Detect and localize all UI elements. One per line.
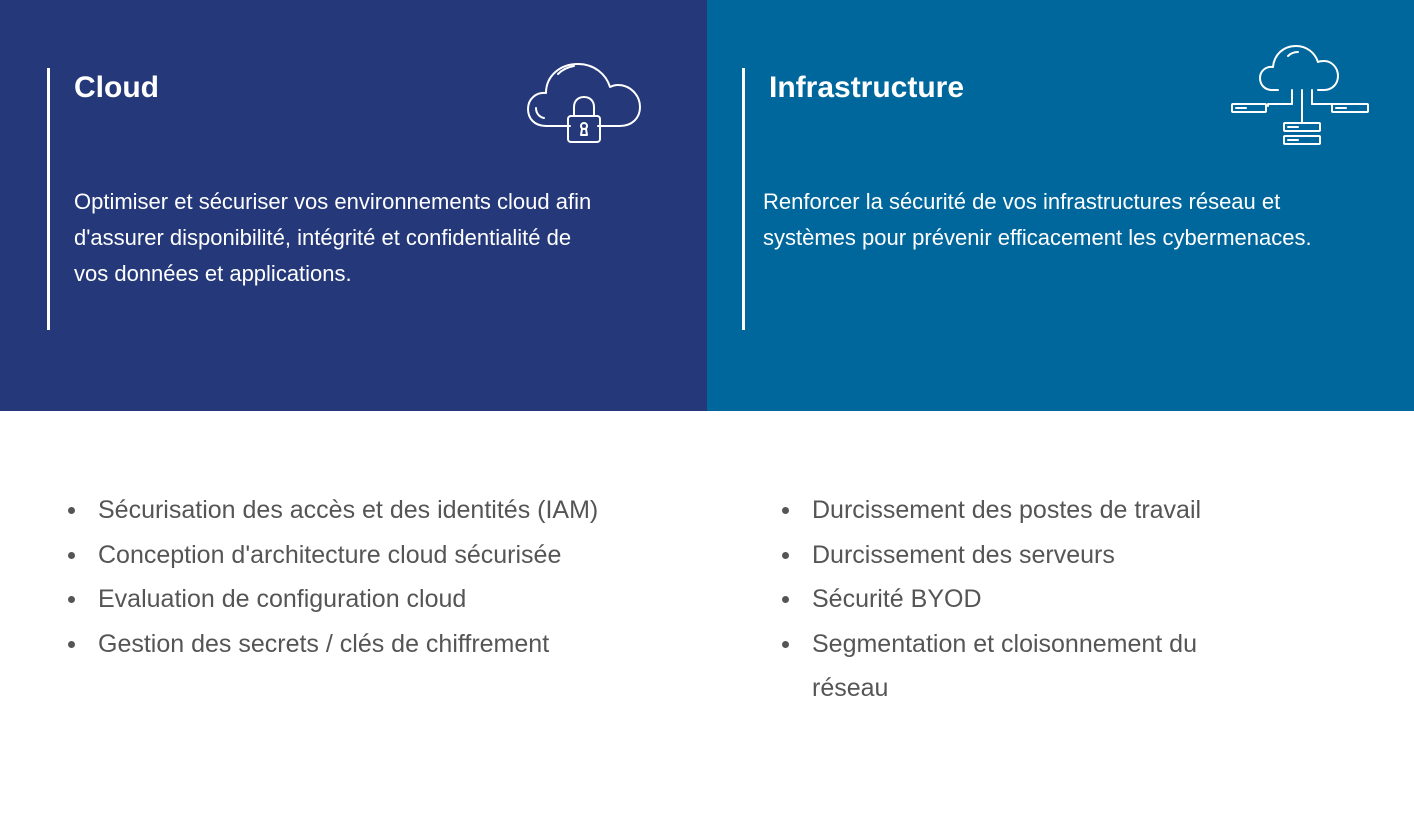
infrastructure-description: Renforcer la sécurité de vos infrastruct… bbox=[763, 189, 1312, 250]
list-item: Durcissement des postes de travail bbox=[778, 488, 1278, 533]
infrastructure-feature-list: Durcissement des postes de travail Durci… bbox=[778, 488, 1278, 711]
cloud-title: Cloud bbox=[74, 71, 159, 104]
list-item: Durcissement des serveurs bbox=[778, 533, 1278, 578]
infrastructure-title: Infrastructure bbox=[769, 71, 965, 104]
infrastructure-accent-bar bbox=[742, 68, 745, 330]
list-item: Sécurité BYOD bbox=[778, 577, 1278, 622]
list-item: Gestion des secrets / clés de chiffremen… bbox=[64, 622, 604, 667]
list-item: Sécurisation des accès et des identités … bbox=[64, 488, 604, 533]
cloud-feature-list: Sécurisation des accès et des identités … bbox=[64, 488, 604, 666]
cloud-accent-bar bbox=[47, 68, 50, 330]
infrastructure-panel: Infrastructure Renforcer la sécurité de … bbox=[707, 0, 1414, 411]
cloud-description: Optimiser et sécuriser vos environnement… bbox=[74, 189, 592, 286]
cloud-network-icon bbox=[1231, 45, 1369, 145]
cloud-lock-icon bbox=[527, 63, 641, 143]
list-item: Conception d'architecture cloud sécurisé… bbox=[64, 533, 604, 578]
cloud-panel: Cloud Optimiser et sécuriser vos environ… bbox=[0, 0, 707, 411]
list-item: Evaluation de configuration cloud bbox=[64, 577, 604, 622]
list-item: Segmentation et cloisonnement du réseau bbox=[778, 622, 1278, 711]
